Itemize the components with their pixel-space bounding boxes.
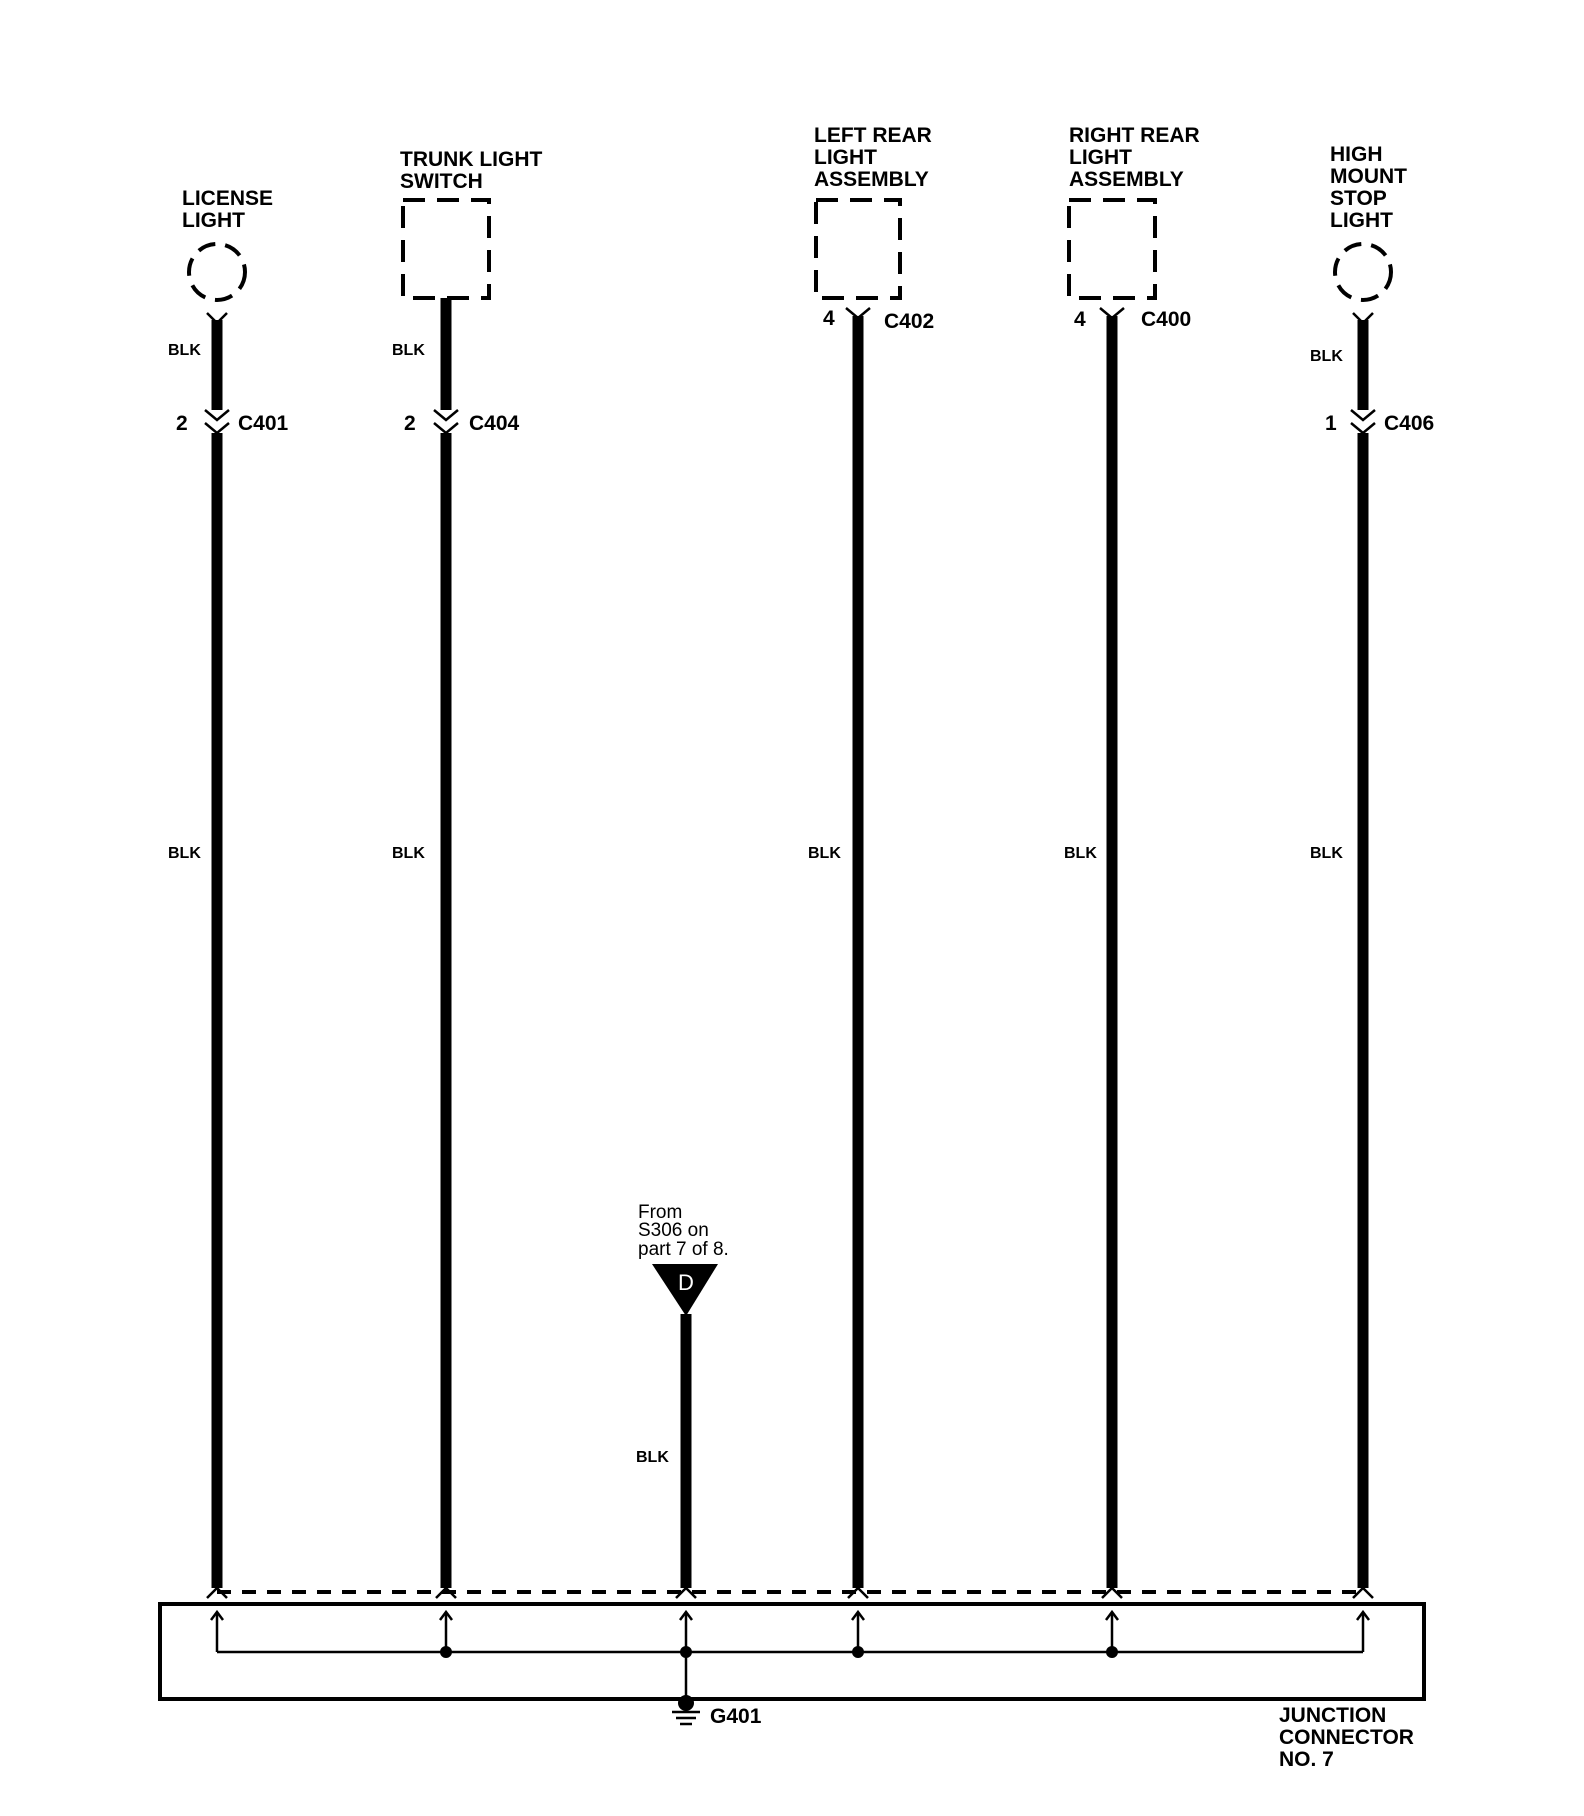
high-mount-label-line4: LIGHT — [1330, 209, 1393, 232]
ground-label: G401 — [710, 1705, 762, 1728]
trunk-light-switch-label-line1: TRUNK LIGHT — [400, 148, 542, 171]
c404-name: C404 — [469, 412, 520, 435]
left-rear-box-icon — [814, 198, 902, 300]
c402-name: C402 — [884, 310, 934, 333]
right-rear-label-line1: RIGHT REAR — [1069, 124, 1200, 147]
trunk-light-switch: TRUNK LIGHT SWITCH — [400, 148, 542, 300]
c401-pin: 2 — [176, 412, 188, 435]
high-mount-label-line3: STOP — [1330, 187, 1387, 210]
license-light-wire-color-lower: BLK — [168, 845, 201, 862]
junction-label-line3: NO. 7 — [1279, 1748, 1334, 1771]
offpage-triangle-icon — [652, 1264, 718, 1316]
high-mount-stop-light: HIGH MOUNT STOP LIGHT — [1330, 143, 1407, 325]
right-rear-label-line2: LIGHT — [1069, 146, 1132, 169]
c406-pin: 1 — [1325, 412, 1337, 435]
high-mount-label-line2: MOUNT — [1330, 165, 1407, 188]
left-rear-label-line1: LEFT REAR — [814, 124, 932, 147]
license-light-wire-color-upper: BLK — [168, 342, 201, 359]
offpage-note-line2: S306 on — [638, 1220, 709, 1241]
high-mount-wire-color-lower: BLK — [1310, 845, 1343, 862]
left-rear-label-line2: LIGHT — [814, 146, 877, 169]
c406-connector: 1 C406 — [1325, 409, 1434, 435]
c402-connector: 4 C402 — [823, 307, 934, 333]
junction-box — [158, 1602, 1426, 1701]
c401-name: C401 — [238, 412, 289, 435]
offpage-note-line3: part 7 of 8. — [638, 1239, 729, 1260]
left-rear-wire-color: BLK — [808, 845, 841, 862]
high-mount-wire-color-upper: BLK — [1310, 348, 1343, 365]
offpage-letter: D — [678, 1270, 694, 1295]
junction-connector: JUNCTION CONNECTOR NO. 7 — [158, 1586, 1426, 1771]
ground-g401: G401 — [672, 1695, 762, 1728]
offpage-connector-d: From S306 on part 7 of 8. D — [638, 1202, 729, 1316]
trunk-switch-wire-color-upper: BLK — [392, 342, 425, 359]
right-rear-light-assembly: RIGHT REAR LIGHT ASSEMBLY — [1067, 124, 1200, 300]
trunk-switch-wire-color-lower: BLK — [392, 845, 425, 862]
high-mount-bulb-icon — [1333, 242, 1393, 302]
license-light-label-line2: LIGHT — [182, 209, 245, 232]
c404-connector: 2 C404 — [404, 409, 520, 435]
c401-connector: 2 C401 — [176, 409, 289, 435]
right-rear-label-line3: ASSEMBLY — [1069, 168, 1184, 191]
c400-pin: 4 — [1074, 308, 1086, 331]
license-light-bulb-icon — [187, 242, 247, 302]
trunk-light-switch-box-icon — [401, 198, 491, 300]
c400-connector: 4 C400 — [1074, 307, 1191, 331]
offpage-wire-color: BLK — [636, 1449, 669, 1466]
left-rear-label-line3: ASSEMBLY — [814, 168, 929, 191]
c402-pin: 4 — [823, 307, 835, 330]
junction-label-line2: CONNECTOR — [1279, 1726, 1414, 1749]
right-rear-box-icon — [1067, 198, 1157, 300]
high-mount-label-line1: HIGH — [1330, 143, 1383, 166]
license-light: LICENSE LIGHT — [182, 187, 273, 325]
license-light-label-line1: LICENSE — [182, 187, 273, 210]
junction-label-line1: JUNCTION — [1279, 1704, 1386, 1727]
offpage-note-line1: From — [638, 1202, 682, 1223]
c404-pin: 2 — [404, 412, 416, 435]
c400-name: C400 — [1141, 308, 1191, 331]
right-rear-wire-color: BLK — [1064, 845, 1097, 862]
c406-name: C406 — [1384, 412, 1434, 435]
trunk-light-switch-label-line2: SWITCH — [400, 170, 483, 193]
left-rear-light-assembly: LEFT REAR LIGHT ASSEMBLY — [814, 124, 932, 300]
